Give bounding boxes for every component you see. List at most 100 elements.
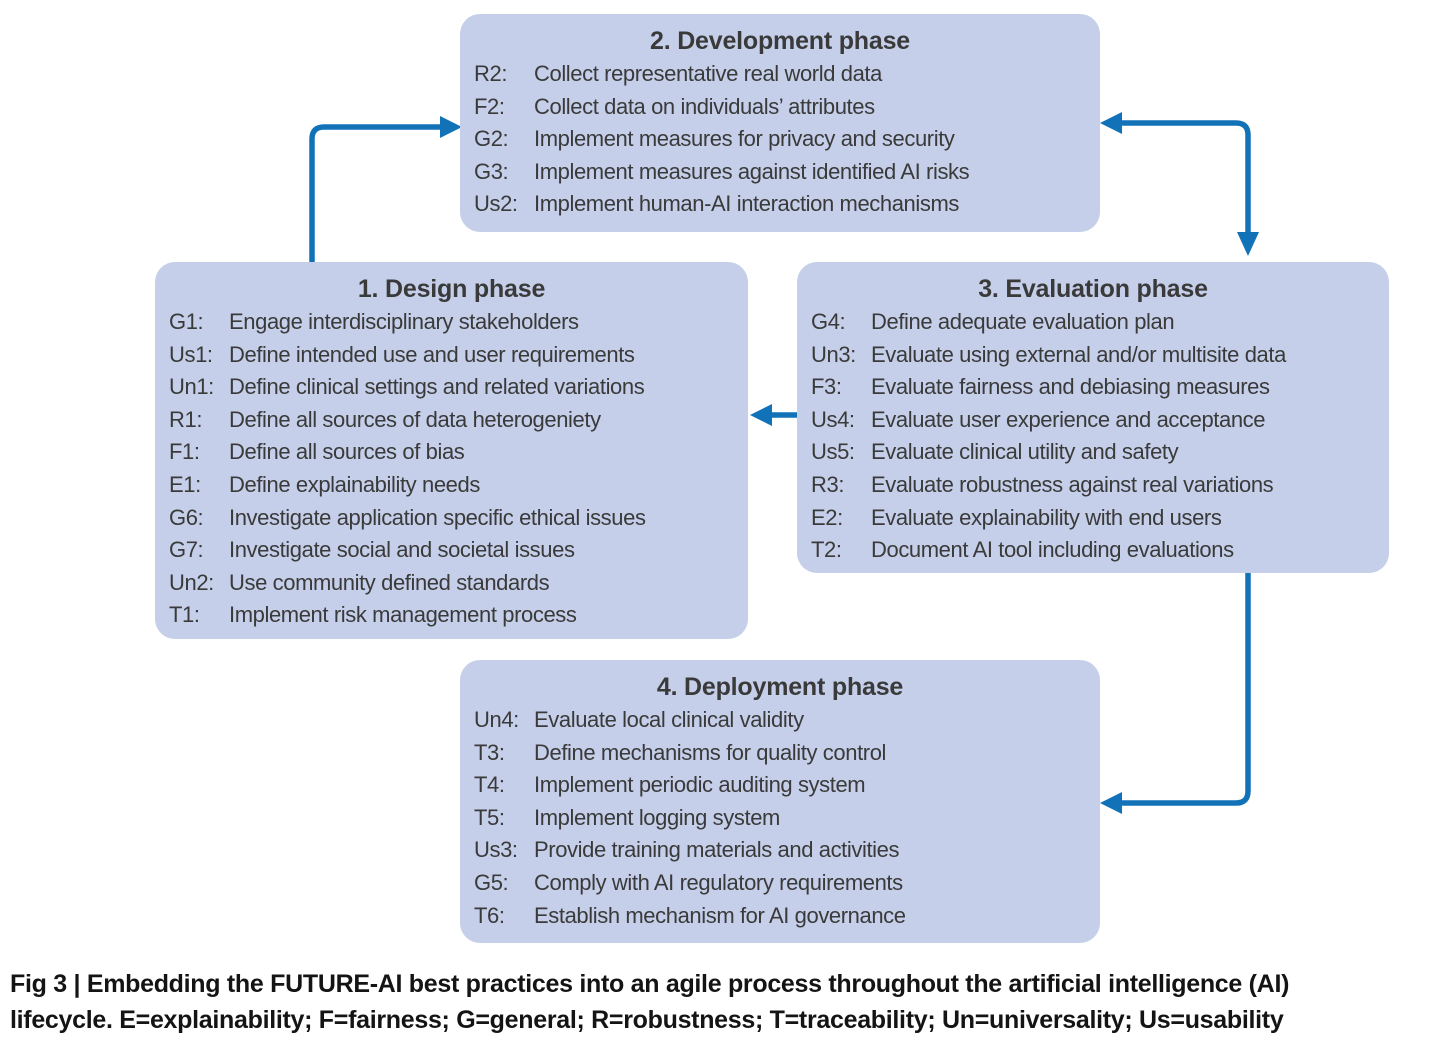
practice-code: F3: xyxy=(811,374,842,400)
practice-code: R3: xyxy=(811,471,845,497)
practice-item: F2: Collect data on individuals’ attribu… xyxy=(474,91,1086,124)
practice-text: Provide training materials and activitie… xyxy=(534,837,900,863)
practice-code: G2: xyxy=(474,126,509,152)
practice-code: G3: xyxy=(474,158,509,184)
figure-caption-line-1: Fig 3 | Embedding the FUTURE-AI best pra… xyxy=(10,970,1290,998)
practice-text: Implement human-AI interaction mechanism… xyxy=(534,191,960,217)
practice-text: Engage interdisciplinary stakeholders xyxy=(229,309,579,334)
evaluation-phase-title: 3. Evaluation phase xyxy=(978,275,1208,303)
practice-text: Implement periodic auditing system xyxy=(534,772,866,798)
practice-code: Us5: xyxy=(811,439,855,465)
arrow-design-to-development-icon xyxy=(309,116,462,262)
practice-item: G1: Engage interdisciplinary stakeholder… xyxy=(169,306,734,339)
practice-text: Establish mechanism for AI governance xyxy=(534,902,906,928)
practice-item: Us2: Implement human-AI interaction mech… xyxy=(474,188,1086,221)
practice-item: R2: Collect representative real world da… xyxy=(474,58,1086,91)
practice-text: Define mechanisms for quality control xyxy=(534,739,887,765)
practice-code: T5: xyxy=(474,804,505,830)
practice-text: Implement logging system xyxy=(534,804,780,830)
practice-item: G7: Investigate social and societal issu… xyxy=(169,534,734,567)
practice-code: F1: xyxy=(169,439,200,465)
practice-text: Define clinical settings and related var… xyxy=(229,374,645,400)
practice-item: G5: Comply with AI regulatory requiremen… xyxy=(474,867,1086,900)
deployment-phase-box: 4. Deployment phase Un4: Evaluate local … xyxy=(460,660,1100,943)
practice-item: T1: Implement risk management process xyxy=(169,599,734,632)
practice-item: T3: Define mechanisms for quality contro… xyxy=(474,737,1086,770)
arrow-development-evaluation-icon xyxy=(1100,112,1259,256)
practice-text: Define all sources of bias xyxy=(229,439,465,465)
development-phase-title: 2. Development phase xyxy=(650,27,910,55)
practice-text: Evaluate using external and/or multisite… xyxy=(871,341,1286,367)
practice-text: Evaluate clinical utility and safety xyxy=(871,439,1179,465)
practice-item: Us1: Define intended use and user requir… xyxy=(169,339,734,372)
practice-code: G7: xyxy=(169,537,204,563)
practice-item: G6: Investigate application specific eth… xyxy=(169,502,734,535)
practice-item: F3: Evaluate fairness and debiasing meas… xyxy=(811,371,1375,404)
practice-code: Un3: xyxy=(811,341,856,367)
practice-item: G3: Implement measures against identifie… xyxy=(474,156,1086,189)
practice-item: T5: Implement logging system xyxy=(474,802,1086,835)
practice-text: Collect representative real world data xyxy=(534,61,882,86)
practice-code: T2: xyxy=(811,537,842,563)
practice-text: Define adequate evaluation plan xyxy=(871,309,1175,334)
practice-code: R2: xyxy=(474,61,508,86)
practice-item: G2: Implement measures for privacy and s… xyxy=(474,123,1086,156)
practice-text: Investigate application specific ethical… xyxy=(229,504,646,530)
practice-code: R1: xyxy=(169,406,203,432)
arrow-evaluation-to-design-icon xyxy=(750,404,797,426)
evaluation-phase-box: 3. Evaluation phase G4: Define adequate … xyxy=(797,262,1389,573)
practice-code: T6: xyxy=(474,902,505,928)
practice-item: E2: Evaluate explainability with end use… xyxy=(811,502,1375,535)
practice-item: T2: Document AI tool including evaluatio… xyxy=(811,534,1375,567)
practice-code: F2: xyxy=(474,93,505,119)
practice-item: R3: Evaluate robustness against real var… xyxy=(811,469,1375,502)
development-phase-box: 2. Development phase R2: Collect represe… xyxy=(460,14,1100,232)
practice-text: Use community defined standards xyxy=(229,569,550,595)
practice-item: T6: Establish mechanism for AI governanc… xyxy=(474,900,1086,933)
design-phase-box: 1. Design phase G1: Engage interdiscipli… xyxy=(155,262,748,639)
practice-item: E1: Define explainability needs xyxy=(169,469,734,502)
practice-code: Un4: xyxy=(474,707,519,732)
practice-text: Evaluate local clinical validity xyxy=(534,707,804,732)
practice-text: Implement risk management process xyxy=(229,602,577,628)
practice-text: Investigate social and societal issues xyxy=(229,537,575,563)
practice-text: Implement measures for privacy and secur… xyxy=(534,126,955,152)
practice-text: Evaluate user experience and acceptance xyxy=(871,406,1266,432)
practice-text: Evaluate explainability with end users xyxy=(871,504,1222,530)
figure-caption-line-2: lifecycle. E=explainability; F=fairness;… xyxy=(10,1006,1284,1034)
arrow-evaluation-to-deployment-icon xyxy=(1100,573,1251,814)
practice-item: Un3: Evaluate using external and/or mult… xyxy=(811,339,1375,372)
practice-text: Implement measures against identified AI… xyxy=(534,158,970,184)
practice-code: Us1: xyxy=(169,341,213,367)
practice-item: Us5: Evaluate clinical utility and safet… xyxy=(811,436,1375,469)
practice-code: Un1: xyxy=(169,374,214,400)
practice-code: T4: xyxy=(474,772,505,798)
practice-code: Us4: xyxy=(811,406,855,432)
practice-text: Document AI tool including evaluations xyxy=(871,537,1234,563)
practice-code: G4: xyxy=(811,309,846,334)
practice-item: Un2: Use community defined standards xyxy=(169,567,734,600)
practice-code: E2: xyxy=(811,504,843,530)
practice-code: G1: xyxy=(169,309,204,334)
practice-code: G6: xyxy=(169,504,204,530)
figure-caption: Fig 3 | Embedding the FUTURE-AI best pra… xyxy=(10,966,1456,1038)
practice-text: Define explainability needs xyxy=(229,471,480,497)
practice-code: G5: xyxy=(474,869,509,895)
design-phase-title: 1. Design phase xyxy=(357,275,546,303)
practice-text: Define intended use and user requirement… xyxy=(229,341,635,367)
practice-text: Evaluate robustness against real variati… xyxy=(871,471,1274,497)
practice-text: Collect data on individuals’ attributes xyxy=(534,93,875,119)
practice-item: R1: Define all sources of data heterogen… xyxy=(169,404,734,437)
practice-item: Us3: Provide training materials and acti… xyxy=(474,834,1086,867)
practice-code: Us2: xyxy=(474,191,518,217)
practice-item: F1: Define all sources of bias xyxy=(169,436,734,469)
practice-item: G4: Define adequate evaluation plan xyxy=(811,306,1375,339)
practice-code: Us3: xyxy=(474,837,518,863)
practice-text: Comply with AI regulatory requirements xyxy=(534,869,903,895)
practice-item: Us4: Evaluate user experience and accept… xyxy=(811,404,1375,437)
practice-code: T1: xyxy=(169,602,200,628)
deployment-phase-title: 4. Deployment phase xyxy=(656,673,904,701)
practice-text: Evaluate fairness and debiasing measures xyxy=(871,374,1270,400)
practice-item: Un1: Define clinical settings and relate… xyxy=(169,371,734,404)
